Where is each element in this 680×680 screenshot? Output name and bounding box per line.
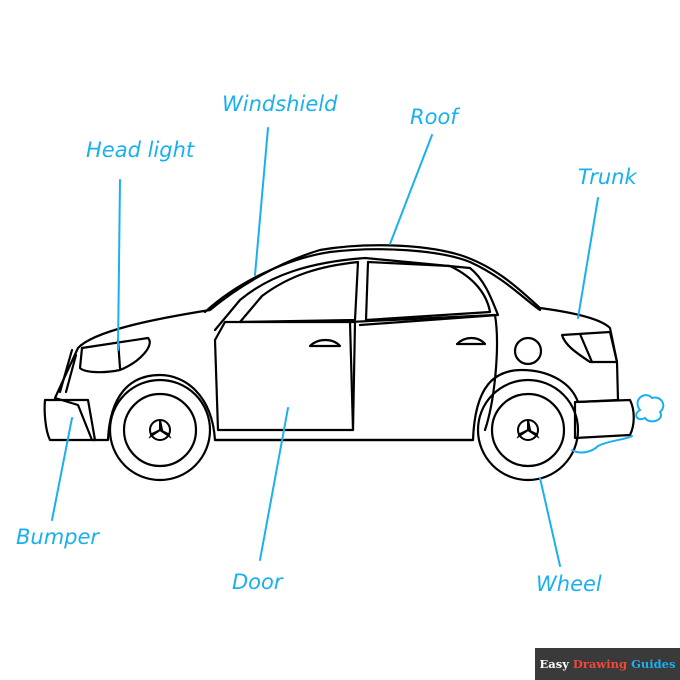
door-rear <box>348 313 499 432</box>
pointer-wheel <box>539 477 561 567</box>
pointer-bumper <box>51 417 73 521</box>
exhaust-smoke <box>635 394 665 423</box>
rear-bumper <box>573 398 635 440</box>
label-bumper: Bumper <box>16 525 100 549</box>
label-door: Door <box>232 570 283 594</box>
label-wheel: Wheel <box>536 572 602 596</box>
label-head-light: Head light <box>86 138 195 162</box>
rear-wheel <box>476 378 580 482</box>
front-bumper <box>43 398 97 442</box>
door-front <box>213 320 357 432</box>
pointer-head-light <box>117 179 121 351</box>
pointer-trunk <box>577 197 599 319</box>
tail-light <box>560 330 619 364</box>
label-roof: Roof <box>410 105 458 129</box>
label-trunk: Trunk <box>578 165 637 189</box>
rear-window <box>364 260 492 322</box>
head-light <box>78 336 151 374</box>
roof-line <box>203 248 542 314</box>
pointer-roof <box>389 134 433 245</box>
label-windshield: Windshield <box>222 92 338 116</box>
pointer-windshield <box>254 127 269 276</box>
front-wheel <box>108 378 212 482</box>
brand-logo: Easy Drawing Guides <box>535 648 680 680</box>
front-window <box>238 260 360 324</box>
window-frame <box>213 256 500 332</box>
pointer-door <box>259 407 289 561</box>
